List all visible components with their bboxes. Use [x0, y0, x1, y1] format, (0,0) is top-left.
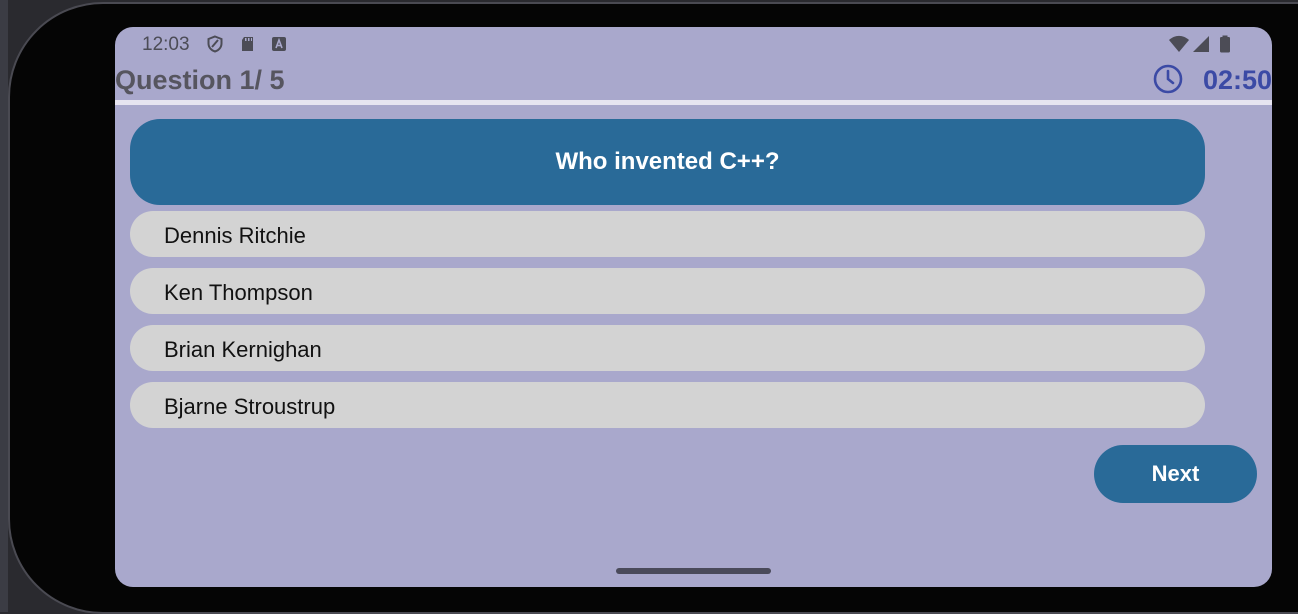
answer-option[interactable]: Brian Kernighan — [130, 325, 1205, 371]
question-counter: Question 1/ 5 — [115, 65, 285, 95]
desktop-background — [0, 0, 8, 612]
answer-option[interactable]: Dennis Ritchie — [130, 211, 1205, 257]
next-button-label: Next — [1151, 461, 1200, 486]
answer-option-label: Ken Thompson — [164, 280, 313, 305]
question-card: Who invented C++? — [130, 119, 1205, 205]
progress-fill — [115, 100, 347, 105]
cellular-signal-icon — [1192, 35, 1210, 53]
wifi-icon — [1168, 35, 1190, 53]
answer-option-label: Bjarne Stroustrup — [164, 394, 336, 419]
timer-value: 02:50 — [1202, 65, 1272, 95]
clock-icon — [1152, 63, 1184, 95]
status-time: 12:03 — [142, 34, 190, 55]
sd-card-icon — [239, 35, 257, 53]
shield-icon — [206, 35, 224, 53]
keyboard-a-icon — [270, 35, 288, 53]
answer-option[interactable]: Bjarne Stroustrup — [130, 382, 1205, 428]
question-text: Who invented C++? — [555, 148, 780, 175]
app-screen: 12:03 — [115, 27, 1272, 587]
answer-option-label: Brian Kernighan — [164, 337, 322, 362]
home-indicator[interactable] — [616, 568, 771, 574]
answer-option[interactable]: Ken Thompson — [130, 268, 1205, 314]
next-button[interactable]: Next — [1094, 445, 1257, 503]
quiz-header: Question 1/ 5 02:50 — [115, 63, 1272, 99]
answer-option-label: Dennis Ritchie — [164, 223, 306, 248]
progress-bar — [115, 100, 1272, 105]
battery-icon — [1218, 35, 1232, 53]
status-bar: 12:03 — [115, 27, 1272, 61]
